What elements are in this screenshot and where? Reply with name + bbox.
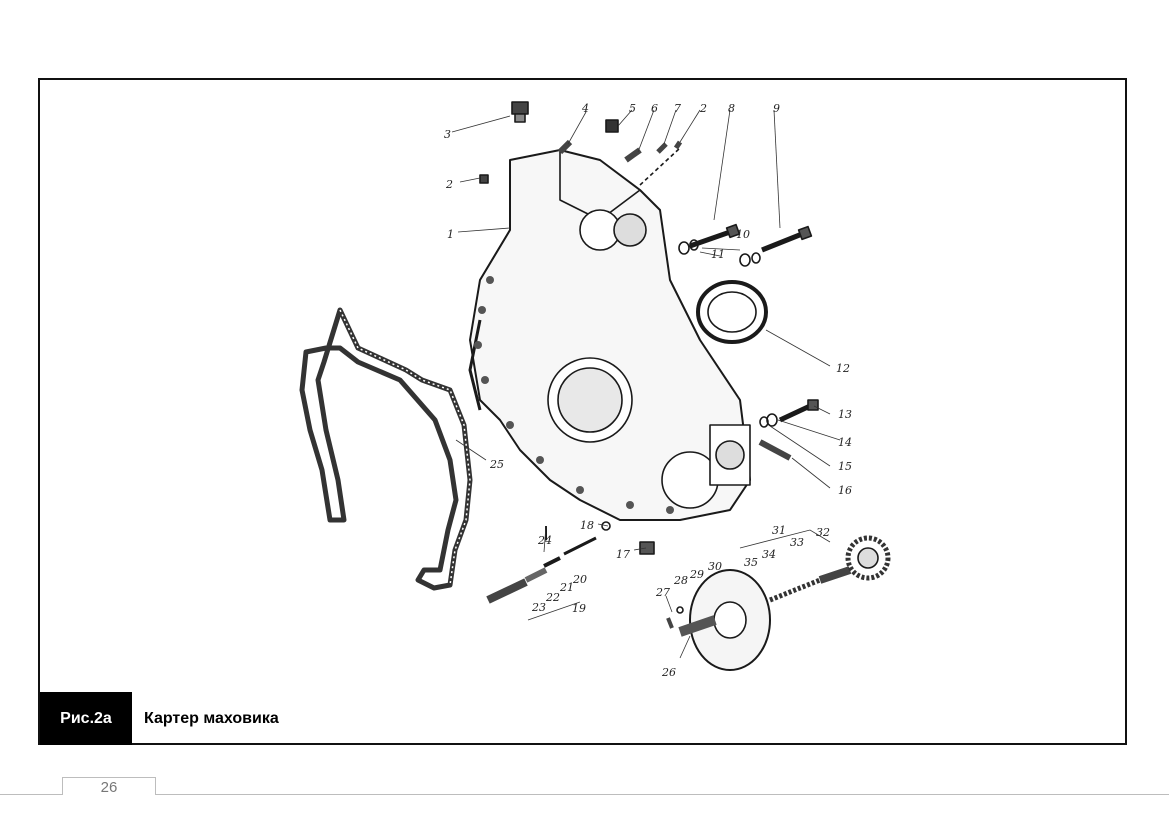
callout-2: 2 — [445, 178, 453, 191]
callout-16: 16 — [838, 484, 852, 497]
callout-26: 26 — [661, 666, 676, 679]
gasket-drawing — [299, 307, 473, 591]
callout-23: 23 — [531, 601, 546, 614]
callout-6: 6 — [651, 102, 658, 115]
callout-35: 35 — [744, 556, 758, 569]
callout-29: 29 — [689, 568, 704, 581]
callout-24: 24 — [537, 534, 552, 547]
callout-18: 18 — [580, 519, 594, 532]
seal-drawing — [696, 280, 768, 344]
callout-14: 14 — [838, 436, 852, 449]
callout-32: 32 — [816, 526, 830, 539]
callout-20: 20 — [572, 573, 587, 586]
callout-31: 31 — [772, 524, 786, 537]
figure-frame: 1 2 2 3 4 5 6 7 8 9 10 11 12 13 14 15 16… — [38, 78, 1127, 745]
callout-1: 1 — [447, 228, 454, 241]
valve-assembly-drawing — [486, 578, 528, 604]
callout-21: 21 — [559, 581, 574, 594]
callout-17: 17 — [616, 548, 630, 561]
callout-7: 7 — [674, 102, 681, 115]
bolt-8-drawing — [689, 229, 731, 249]
callout-9: 9 — [773, 102, 780, 115]
callout-11: 11 — [711, 248, 725, 261]
callout-25: 25 — [489, 458, 504, 471]
figure-label: Рис.2а — [40, 692, 132, 745]
footer-rule-left — [0, 794, 62, 795]
callout-15: 15 — [838, 460, 852, 473]
callout-5: 5 — [629, 102, 636, 115]
callout-33: 33 — [790, 536, 804, 549]
callout-13: 13 — [838, 408, 852, 421]
callout-12: 12 — [836, 362, 850, 375]
callout-27: 27 — [655, 586, 670, 599]
callout-28: 28 — [673, 574, 688, 587]
callout-22: 22 — [545, 591, 560, 604]
footer-rule-right — [156, 794, 1169, 795]
callout-34: 34 — [762, 548, 776, 561]
bolt-9-drawing — [761, 231, 803, 253]
exploded-parts-drawing: 1 2 2 3 4 5 6 7 8 9 10 11 12 13 14 15 16… — [299, 101, 891, 679]
callout-8: 8 — [728, 102, 735, 115]
callout-10: 10 — [736, 228, 750, 241]
callout-30: 30 — [708, 560, 722, 573]
page-number: 26 — [62, 777, 156, 796]
callout-3: 3 — [444, 128, 451, 141]
callout-4: 4 — [581, 102, 589, 115]
figure-title: Картер маховика — [144, 710, 279, 727]
gear-drawing — [845, 535, 891, 581]
callout-19: 19 — [572, 602, 586, 615]
callout-2b: 2 — [699, 102, 707, 115]
